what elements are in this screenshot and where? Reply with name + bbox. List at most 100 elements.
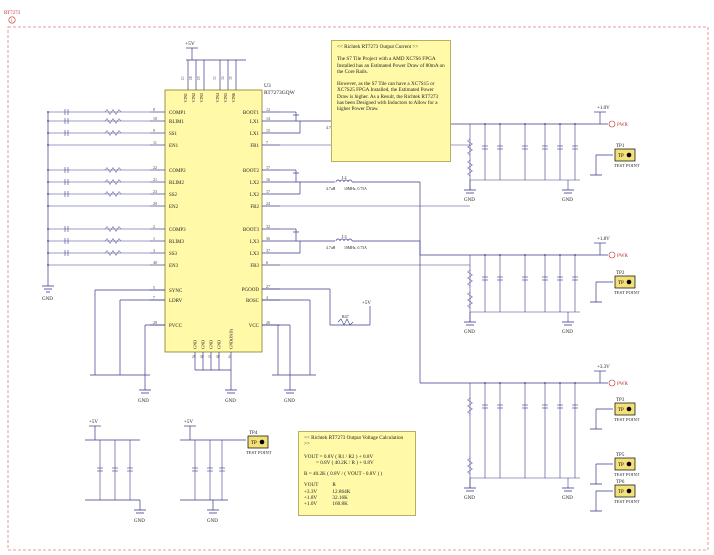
ic-right-pin-number: 12 xyxy=(266,107,270,112)
gnd-label-sync: GND xyxy=(138,399,149,404)
ic-left-pin-name: EN3 xyxy=(169,264,179,269)
test-point-desc: TEST POINT xyxy=(614,499,640,504)
inductor-rating: 10MHz, 0.75A xyxy=(344,246,367,251)
ic-bottom-pin-name: GND xyxy=(217,340,222,349)
pwr-flag: PWR xyxy=(617,123,629,128)
decoupling-caps-mid xyxy=(192,440,225,500)
inductor-ref: L3 xyxy=(342,234,346,239)
ic-right-pin-number: 32 xyxy=(266,224,270,229)
ic-left-pin-number: 2 xyxy=(153,224,155,229)
ic-right-pin-number: 17 xyxy=(266,165,270,170)
test-point-label: TP xyxy=(618,408,624,413)
ic-top-pin-number: 19 xyxy=(197,76,201,80)
ic-right-pin-number: 14 xyxy=(266,116,270,121)
gnd-label-vcc: GND xyxy=(284,399,295,404)
calc-row-1-r: 12.864K xyxy=(332,488,351,495)
ic-right-pin-name: LX2 xyxy=(250,193,260,198)
test-point-symbol[interactable] xyxy=(614,457,636,471)
gnd-label-decap1: GND xyxy=(134,519,145,524)
ic-right-pin-number: 27 xyxy=(266,284,270,289)
gnd-label-channel: GND xyxy=(562,330,573,335)
ic-bottom-pin-name: GND xyxy=(209,340,214,349)
test-point-label: TP xyxy=(618,463,624,468)
test-point-desc: TEST POINT xyxy=(614,290,640,295)
ic-left-pin-number: 20 xyxy=(153,201,157,206)
ic-right-pin-name: LX3 xyxy=(250,240,260,245)
note-voltage-title: << Richtek RT7273 Output Voltage Calcula… xyxy=(304,435,404,448)
ic-left-pin-name: COMP1 xyxy=(169,111,186,116)
pwr-flag: PWR xyxy=(617,254,629,259)
gnd-label-channel: GND xyxy=(562,198,573,203)
output-rail-label: +3.3V xyxy=(597,365,610,370)
inductor-value: 4.7uH xyxy=(326,126,336,130)
ic-left-pin-name: PVCC xyxy=(169,324,183,329)
ic-left-pin-name: SS1 xyxy=(169,132,178,137)
ic-right-pin-number: 7 xyxy=(266,140,268,145)
ic-top-pin-name: VIN4 xyxy=(215,92,220,102)
ic-bottom-pin-name: GND(PAD) xyxy=(229,329,234,349)
calc-row-1-v: +3.3V xyxy=(304,488,318,495)
test-point-symbol[interactable] xyxy=(614,484,636,498)
ic-right-pin-name: BOOT3 xyxy=(243,228,260,233)
ic-right-pin-name: ROSC xyxy=(246,299,260,304)
output-rail-label: +1.8V xyxy=(597,237,610,242)
gnd-label-channel: GND xyxy=(464,496,475,501)
ic-right-pin-number: 36 xyxy=(266,236,270,241)
ic-left-pin-name: LDRV xyxy=(169,299,183,304)
note-current-p1: The S7 Tile Project with a AMD XC7S6 FPG… xyxy=(337,56,445,75)
test-point-desc: TEST POINT xyxy=(614,472,640,477)
calc-line-1: VOUT = 0.8V ( R1 / R2 ) + 0.8V xyxy=(304,453,374,460)
test-point-ref: TP3 xyxy=(616,398,625,403)
pgood-rail-label: +5V xyxy=(362,301,371,306)
test-point-ref: TP6 xyxy=(616,480,625,485)
comp-network xyxy=(47,109,150,266)
decap2-rail-label: +5V xyxy=(184,420,193,425)
tp4-symbol[interactable] xyxy=(247,435,269,449)
gnd-label-channel: GND xyxy=(562,496,573,501)
test-point-ref: TP1 xyxy=(616,144,625,149)
ic-left-pin-name: SS3 xyxy=(169,252,178,257)
ic-right-pin-name: FB1 xyxy=(250,144,259,149)
ic-right-pin-number: 4 xyxy=(266,295,268,300)
ic-top-pin-name: VIN2 xyxy=(191,93,196,103)
ic-top-pin-name: VIN6 xyxy=(231,93,236,103)
ic-left-pin-number: 8 xyxy=(153,107,155,112)
ic-top-pin-number: 35 xyxy=(229,76,233,80)
test-point-symbol[interactable] xyxy=(614,402,636,416)
ic-right-pin-number: 16 xyxy=(266,177,270,182)
inductor-ref: L2 xyxy=(342,175,346,180)
ic-top-pin-number: 34 xyxy=(221,76,225,80)
ic-right-pin-number: 17 xyxy=(266,189,270,194)
ic-left-pin-name: SYNC xyxy=(169,289,183,294)
ic-right-pin-number: 26 xyxy=(266,320,270,325)
ic-left-pin-number: 9 xyxy=(153,128,155,133)
ic-right-pin-name: FB2 xyxy=(250,205,259,210)
ic-left-pin-name: COMP3 xyxy=(169,228,186,233)
ic-left-pin-number: 1 xyxy=(153,236,155,241)
ic-body-rt7273[interactable] xyxy=(164,89,263,353)
ic-right-pin-name: VCC xyxy=(249,324,260,329)
test-point-symbol[interactable] xyxy=(614,275,636,289)
decap1-rail-label: +5V xyxy=(89,420,98,425)
ic-left-pin-number: 22 xyxy=(153,165,157,170)
ic-top-pin-number: 33 xyxy=(213,76,217,80)
ic-left-pin-number: 5 xyxy=(153,285,155,290)
gnd-label-channel: GND xyxy=(464,330,475,335)
gnd-label-channel: GND xyxy=(464,198,475,203)
ic-left-pin-name: EN1 xyxy=(169,144,179,149)
ic-top-pin-name: VIN1 xyxy=(183,93,188,103)
tp4-label: TP xyxy=(251,441,257,446)
test-point-symbol[interactable] xyxy=(614,148,636,162)
tp4-desc: TEST POINT xyxy=(246,450,272,455)
pwr-flag: PWR xyxy=(617,382,629,387)
ic-top-pin-name: VIN3 xyxy=(199,93,204,103)
ic-ref: U3 xyxy=(264,83,271,89)
ic-left-pin-number: 21 xyxy=(153,177,157,182)
ic-left-pin-name: SS2 xyxy=(169,193,178,198)
note-output-current: << Richtek RT7273 Output Current >> The … xyxy=(331,40,451,162)
ic-left-pin-number: 28 xyxy=(153,320,157,325)
ic-right-pin-number: 24 xyxy=(266,201,270,206)
